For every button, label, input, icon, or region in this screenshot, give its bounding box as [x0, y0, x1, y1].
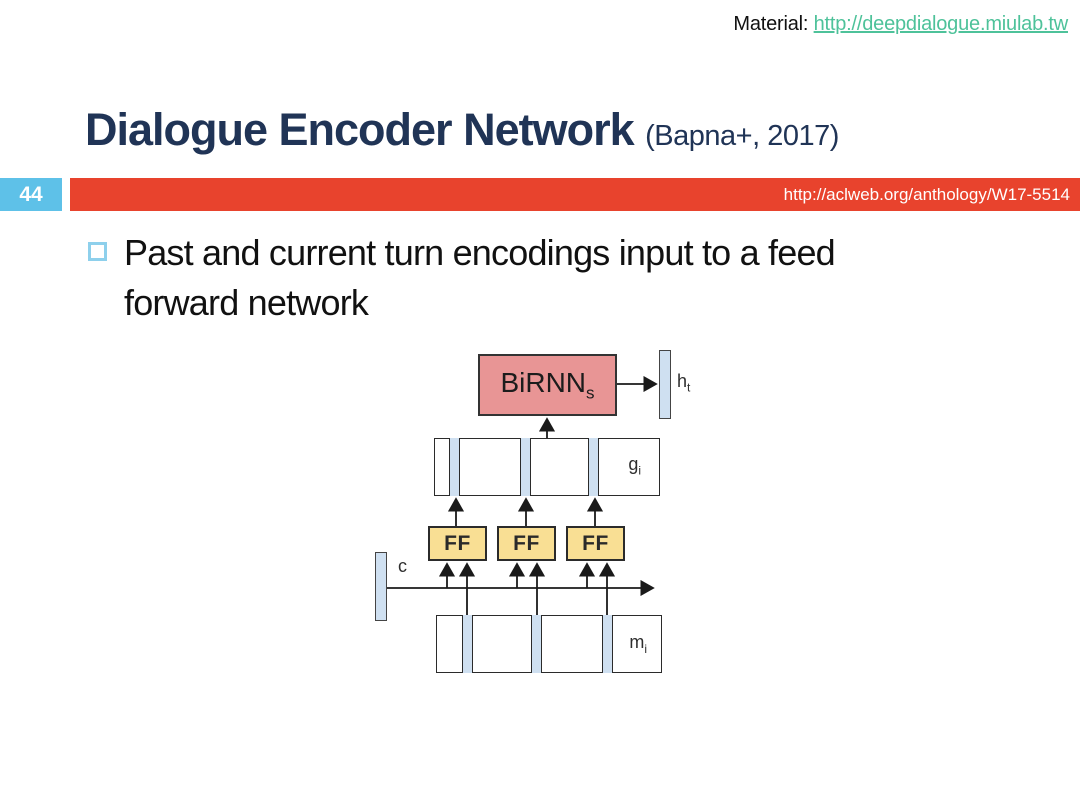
material-link[interactable]: http://deepdialogue.miulab.tw [813, 13, 1069, 35]
bullet-row: Past and current turn encodings input to… [88, 228, 968, 327]
bullet-text: Past and current turn encodings input to… [124, 232, 836, 323]
ff-label: FF [582, 531, 609, 555]
ff-label: FF [513, 531, 540, 555]
mi-vector-bar [462, 615, 473, 673]
gi-vector-bar [449, 438, 460, 496]
mi-box: mi [436, 615, 662, 673]
birnn-box: BiRNNs [478, 354, 617, 416]
page-number-badge: 44 [0, 178, 62, 211]
mi-vector-bar [602, 615, 613, 673]
page-title: Dialogue Encoder Network (Bapna+, 2017) [85, 104, 839, 156]
c-vector-bar [375, 552, 387, 621]
ht-label: ht [677, 371, 691, 395]
material-label: Material: [733, 13, 809, 35]
banner: 44 http://aclweb.org/anthology/W17-5514 [0, 178, 1080, 211]
gi-box: gi [434, 438, 660, 496]
mi-label: mi [629, 632, 647, 656]
gi-label: gi [628, 454, 641, 478]
ht-vector-bar [659, 350, 671, 419]
anthology-link[interactable]: http://aclweb.org/anthology/W17-5514 [783, 185, 1070, 204]
gi-vector-bar [588, 438, 599, 496]
ff-label: FF [444, 531, 471, 555]
mi-vector-bar [531, 615, 542, 673]
gi-vector-bar [520, 438, 531, 496]
c-label: c [398, 556, 407, 576]
ff-box-1: FF [428, 526, 487, 561]
title-citation: (Bapna+, 2017) [645, 120, 839, 152]
ff-box-3: FF [566, 526, 625, 561]
material-credit: Material: http://deepdialogue.miulab.tw [733, 13, 1068, 36]
dialogue-encoder-diagram: BiRNNs ht gi FF FF FF c mi [360, 340, 700, 690]
banner-bar: http://aclweb.org/anthology/W17-5514 [70, 178, 1080, 211]
bullet-square-icon [88, 242, 107, 261]
title-text: Dialogue Encoder Network [85, 104, 635, 155]
birnn-label: BiRNNs [500, 366, 595, 403]
ff-box-2: FF [497, 526, 556, 561]
